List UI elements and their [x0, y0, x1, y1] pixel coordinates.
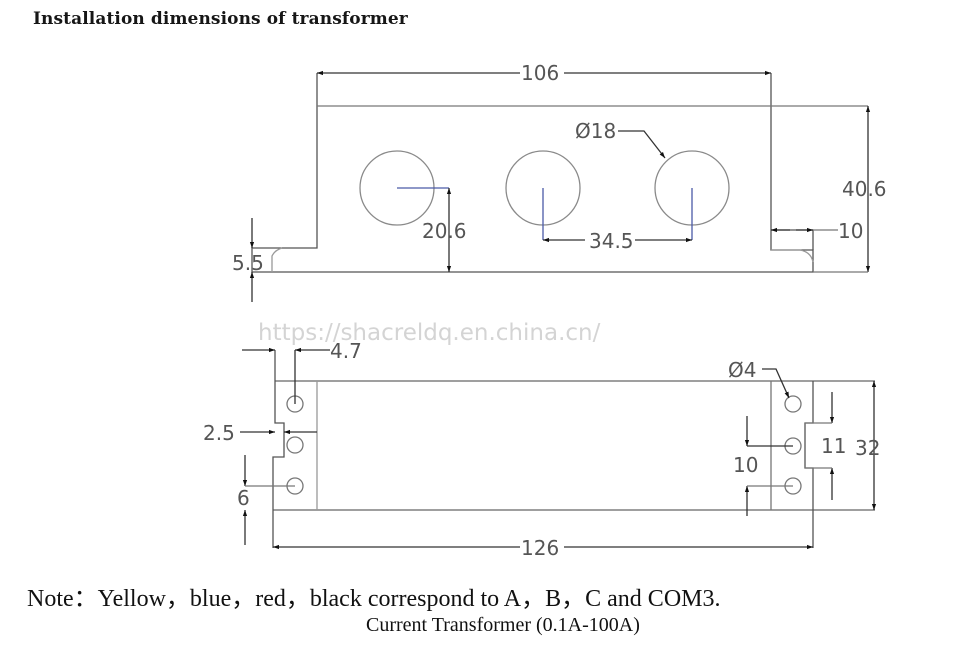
dim-mount-hole-diameter: Ø4 — [728, 358, 756, 382]
dim-hole-diameter: Ø18 — [575, 119, 616, 143]
product-subtitle: Current Transformer (0.1A-100A) — [366, 614, 640, 636]
bottom-right-profile — [804, 381, 814, 548]
dim-20-6: 20.6 — [422, 219, 467, 243]
top-body-outline — [251, 73, 814, 273]
bottom-view-labels: 4.7 2.5 6 126 32 11 10 Ø4 — [203, 339, 880, 560]
diagram-title: Installation dimensions of transformer — [33, 9, 408, 29]
dim-6: 6 — [237, 486, 250, 510]
dim-10-top: 10 — [838, 219, 863, 243]
dim-32: 32 — [855, 436, 880, 460]
dim-40-6: 40.6 — [842, 177, 887, 201]
mount-hole-right-1 — [784, 395, 802, 413]
dim-126: 126 — [521, 536, 559, 560]
bottom-left-profile — [272, 350, 285, 548]
mount-hole-left-2 — [286, 436, 304, 454]
dim-10-bottom: 10 — [733, 453, 758, 477]
dim-2-5: 2.5 — [203, 421, 235, 445]
bottom-view — [240, 347, 877, 550]
dim-11: 11 — [821, 434, 846, 458]
dim-106: 106 — [521, 61, 559, 85]
top-view — [249, 70, 871, 302]
dim-4-7: 4.7 — [330, 339, 362, 363]
dim-34-5: 34.5 — [589, 229, 634, 253]
wiring-note: Note：Yellow，blue，red，black correspond to… — [27, 586, 721, 612]
dim-5-5: 5.5 — [232, 251, 264, 275]
top-view-labels: 106 40.6 20.6 34.5 5.5 10 Ø18 — [232, 61, 887, 275]
watermark-text: https://shacreldq.en.china.cn/ — [258, 320, 601, 346]
